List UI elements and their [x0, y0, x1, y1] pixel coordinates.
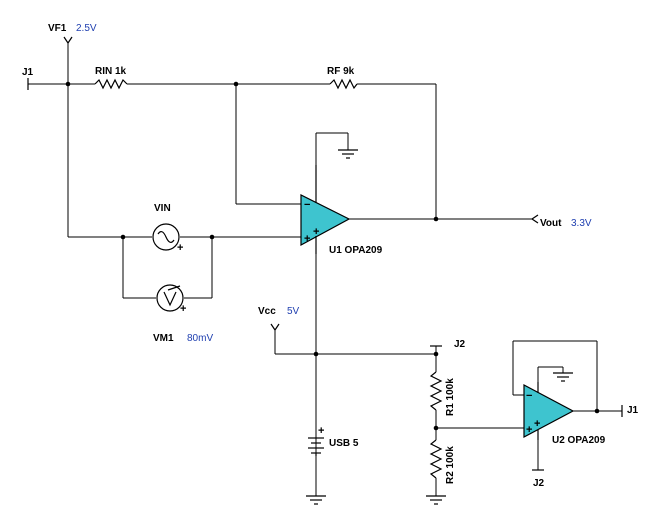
- junction-node: [594, 408, 600, 414]
- j2-top-label: J2: [454, 339, 466, 350]
- j2-bottom-label: J2: [533, 478, 545, 489]
- ground-u1-top-icon: [338, 149, 358, 159]
- junction-node: [209, 234, 215, 240]
- u1-plus-mark: +: [304, 233, 310, 245]
- r1-label: R1 100k: [445, 378, 456, 416]
- rf-label: RF 9k: [327, 66, 355, 77]
- vout-label: Vout: [540, 218, 562, 229]
- vm1-value: 80mV: [187, 333, 213, 344]
- rin-label: RIN 1k: [95, 66, 127, 77]
- vf1-label: VF1: [48, 23, 67, 34]
- probe-vcc-icon: [270, 323, 280, 332]
- u1-inner-plus-mark: +: [313, 226, 319, 238]
- resistor-rf-icon: [329, 78, 358, 90]
- ground-bottom-left-icon: [306, 495, 326, 505]
- opamp-u1-icon: [300, 165, 351, 254]
- vcc-value: 5V: [287, 306, 300, 317]
- vf1-value: 2.5V: [76, 23, 97, 34]
- usb-plus-mark: +: [318, 425, 324, 437]
- ground-bottom-right-icon: [426, 495, 446, 505]
- u1-label: U1 OPA209: [329, 245, 383, 256]
- battery-usb-icon: [308, 437, 324, 456]
- junction-node: [433, 216, 439, 222]
- component-labels: VF1 2.5V J1 RIN 1k RF 9k VIN U1 OPA209 V…: [22, 23, 639, 489]
- resistor-r2-icon: [429, 439, 443, 479]
- polarity-marks: − + + − + + + + +: [177, 199, 540, 437]
- u2-plus-mark: +: [526, 424, 532, 436]
- u2-label: U2 OPA209: [552, 435, 606, 446]
- junction-node: [433, 425, 439, 431]
- vin-label: VIN: [154, 203, 171, 214]
- u2-minus-mark: −: [526, 390, 532, 402]
- vcc-label: Vcc: [258, 306, 276, 317]
- u1-minus-mark: −: [304, 199, 310, 211]
- vm1-label: VM1: [153, 333, 174, 344]
- j1-output-label: J1: [627, 405, 639, 416]
- vout-value: 3.3V: [571, 218, 592, 229]
- junction-node: [433, 351, 439, 357]
- junction-node: [313, 351, 319, 357]
- voltmeter-vm1-icon: [156, 284, 184, 312]
- r2-label: R2 100k: [445, 446, 456, 484]
- resistor-r1-icon: [429, 371, 443, 411]
- opamp-u2-icon: [523, 382, 575, 440]
- junction-node: [65, 81, 71, 87]
- wires: [28, 43, 622, 496]
- usb-label: USB 5: [329, 438, 359, 449]
- connector-vout-icon: [530, 214, 539, 224]
- vm1-plus-mark: +: [180, 303, 186, 315]
- junction-node: [120, 234, 126, 240]
- probe-vf1-icon: [63, 36, 73, 45]
- ac-source-vin-icon: [152, 223, 180, 251]
- vin-plus-mark: +: [177, 242, 183, 254]
- junction-node: [233, 81, 239, 87]
- j1-input-label: J1: [22, 67, 34, 78]
- u2-inner-plus-mark: +: [534, 418, 540, 430]
- resistor-rin-icon: [94, 78, 128, 90]
- ground-u2-top-icon: [553, 372, 573, 382]
- junction-nodes: [65, 81, 600, 431]
